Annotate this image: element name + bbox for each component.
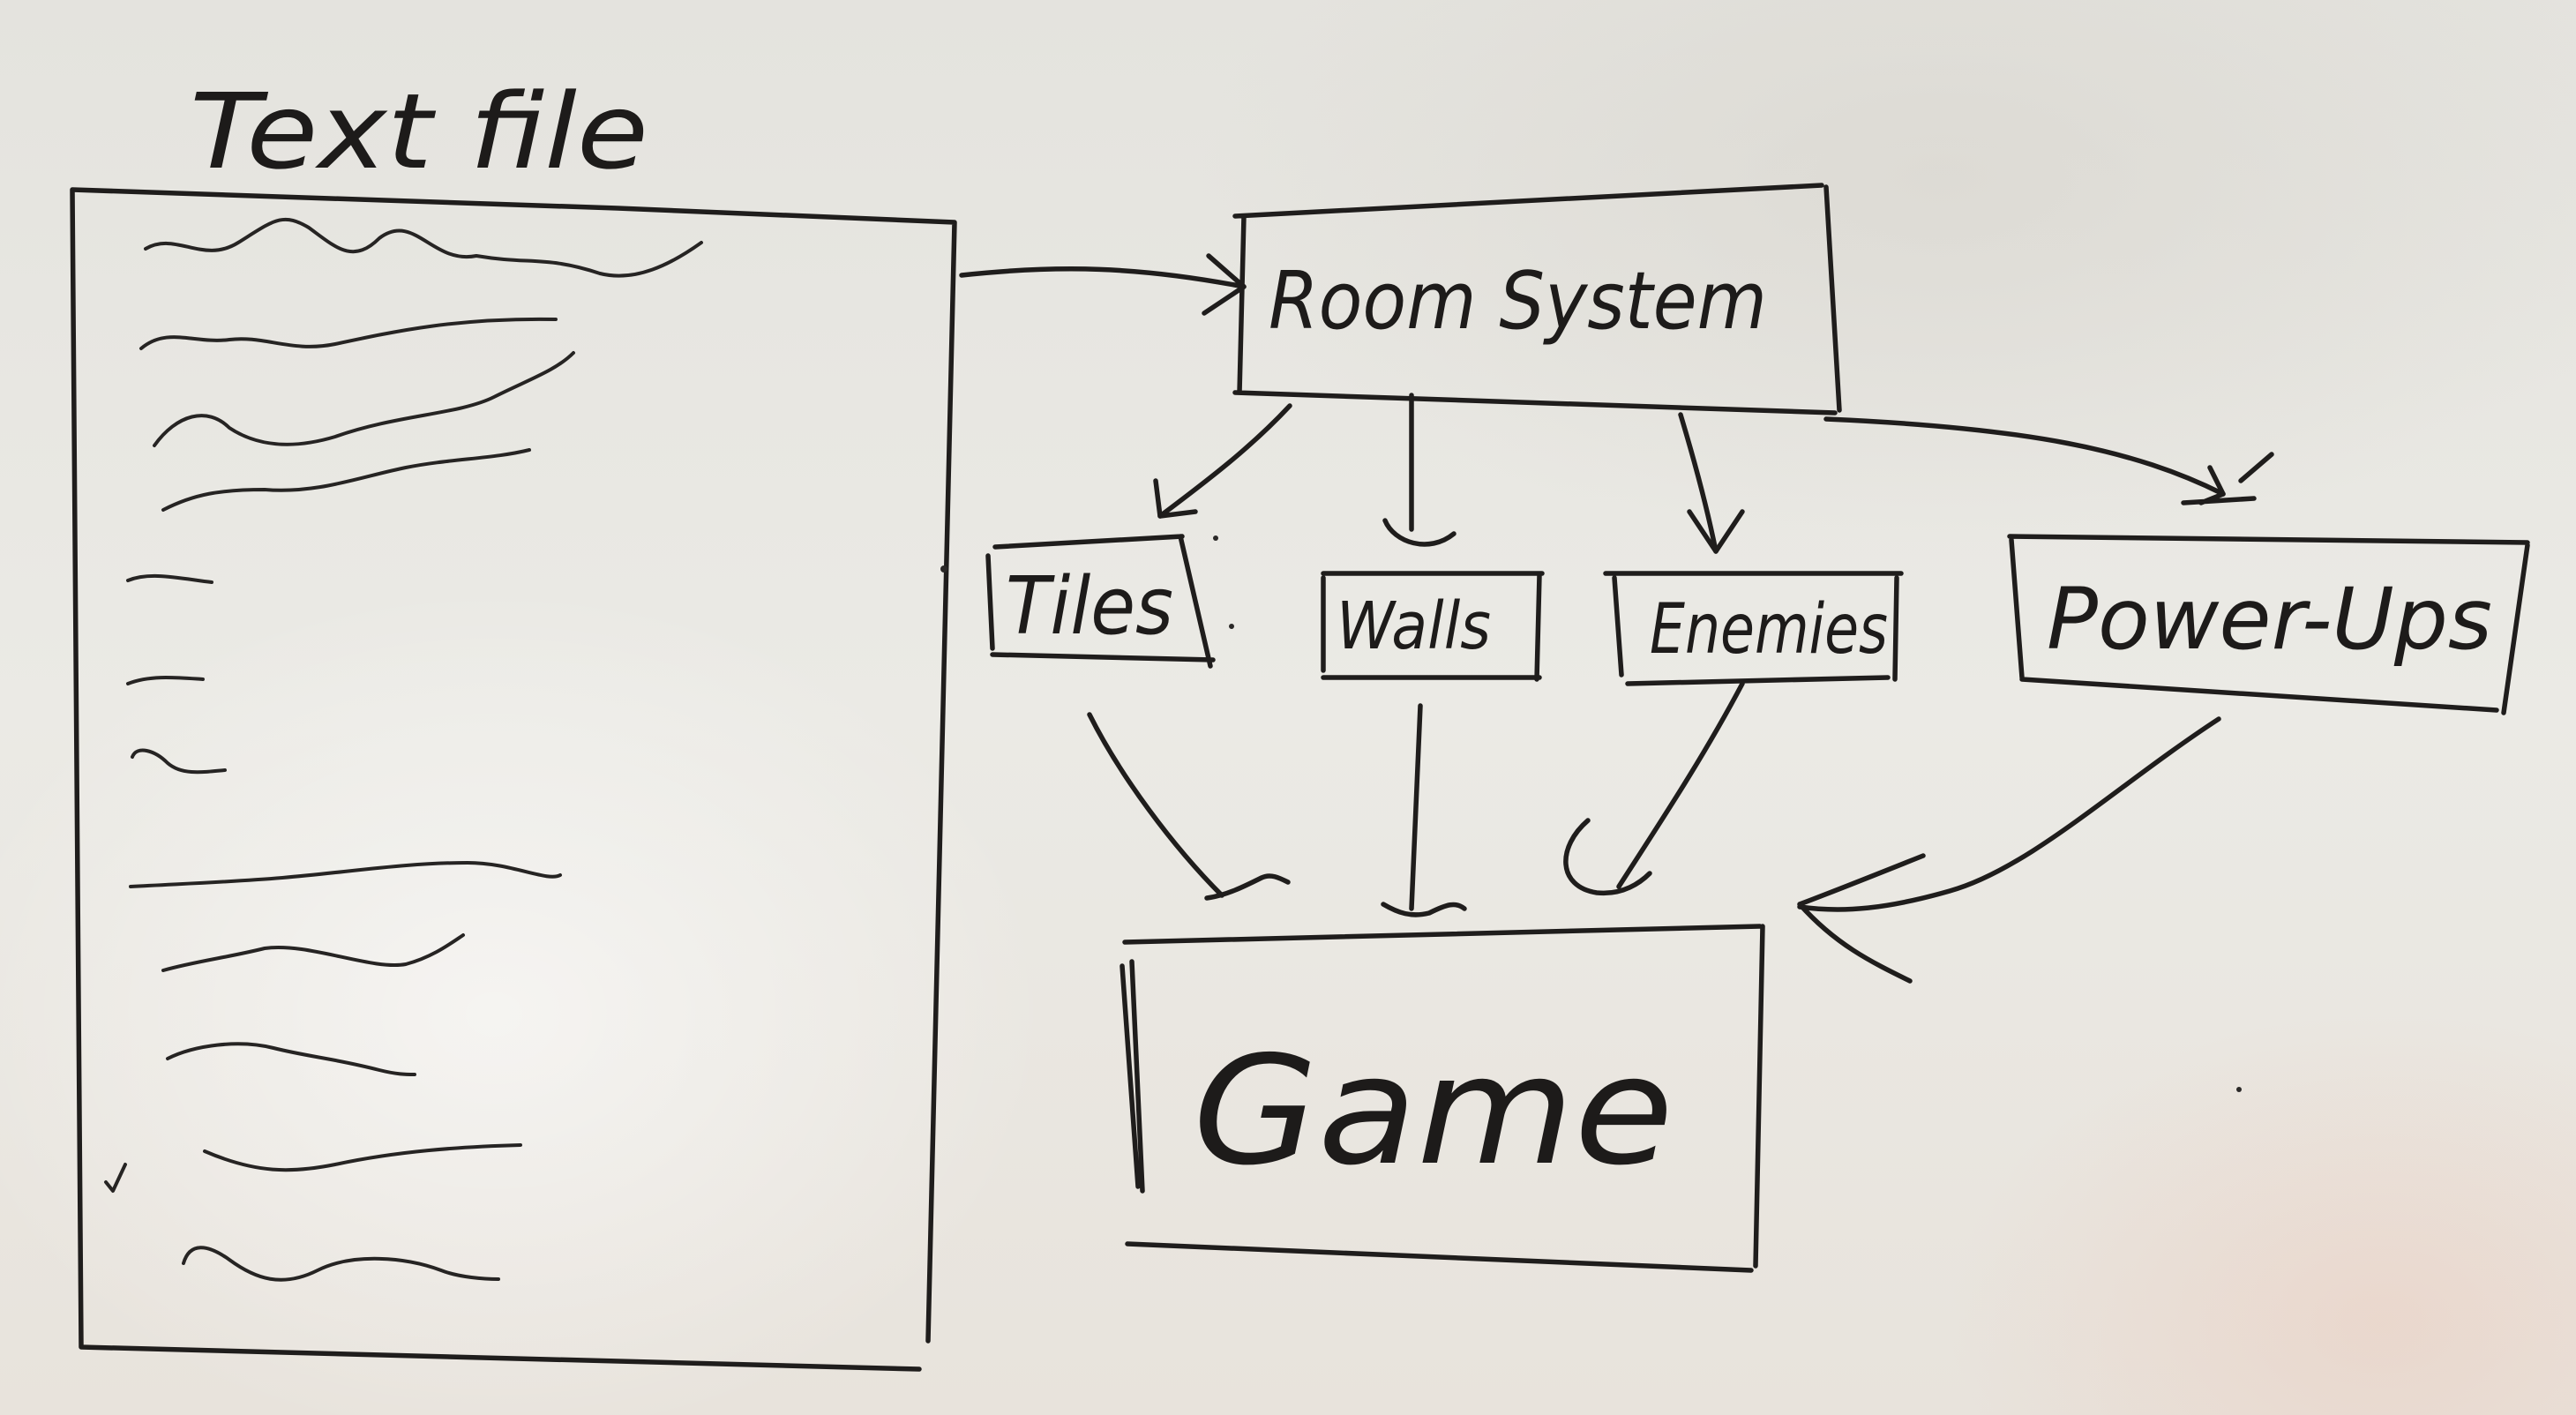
power-ups-box <box>2007 534 2530 715</box>
text-file-title: Text file <box>190 71 648 192</box>
arrow-roomsystem-to-powerups <box>1823 416 2274 505</box>
game-box <box>1120 924 1765 1273</box>
arrow-tiles-to-game <box>1087 712 1291 901</box>
enemies-box <box>1603 571 1904 686</box>
tiles-label: Tiles <box>1006 560 1173 653</box>
text-file-box <box>70 187 957 1372</box>
arrow-walls-to-game <box>1381 703 1467 917</box>
arrow-roomsystem-to-enemies <box>1678 412 1745 554</box>
walls-label: Walls <box>1337 588 1491 664</box>
arrow-powerups-to-game <box>1797 716 2221 984</box>
tiles-box <box>985 534 1216 669</box>
arrow-roomsystem-to-tiles <box>1153 403 1292 519</box>
arrow-enemies-to-game <box>1563 681 1745 896</box>
power-ups-label: Power-Ups <box>2047 570 2492 669</box>
enemies-label: Enemies <box>1650 590 1888 670</box>
game-label: Game <box>1193 1024 1674 1199</box>
room-system-label: Room System <box>1269 255 1767 348</box>
arrow-textfile-to-roomsystem <box>959 253 1247 316</box>
stray-marks <box>940 535 2242 1092</box>
walls-box <box>1321 571 1545 682</box>
arrow-roomsystem-to-walls <box>1382 393 1456 547</box>
text-file-scribbles <box>104 218 703 1282</box>
room-system-box <box>1232 183 1842 416</box>
